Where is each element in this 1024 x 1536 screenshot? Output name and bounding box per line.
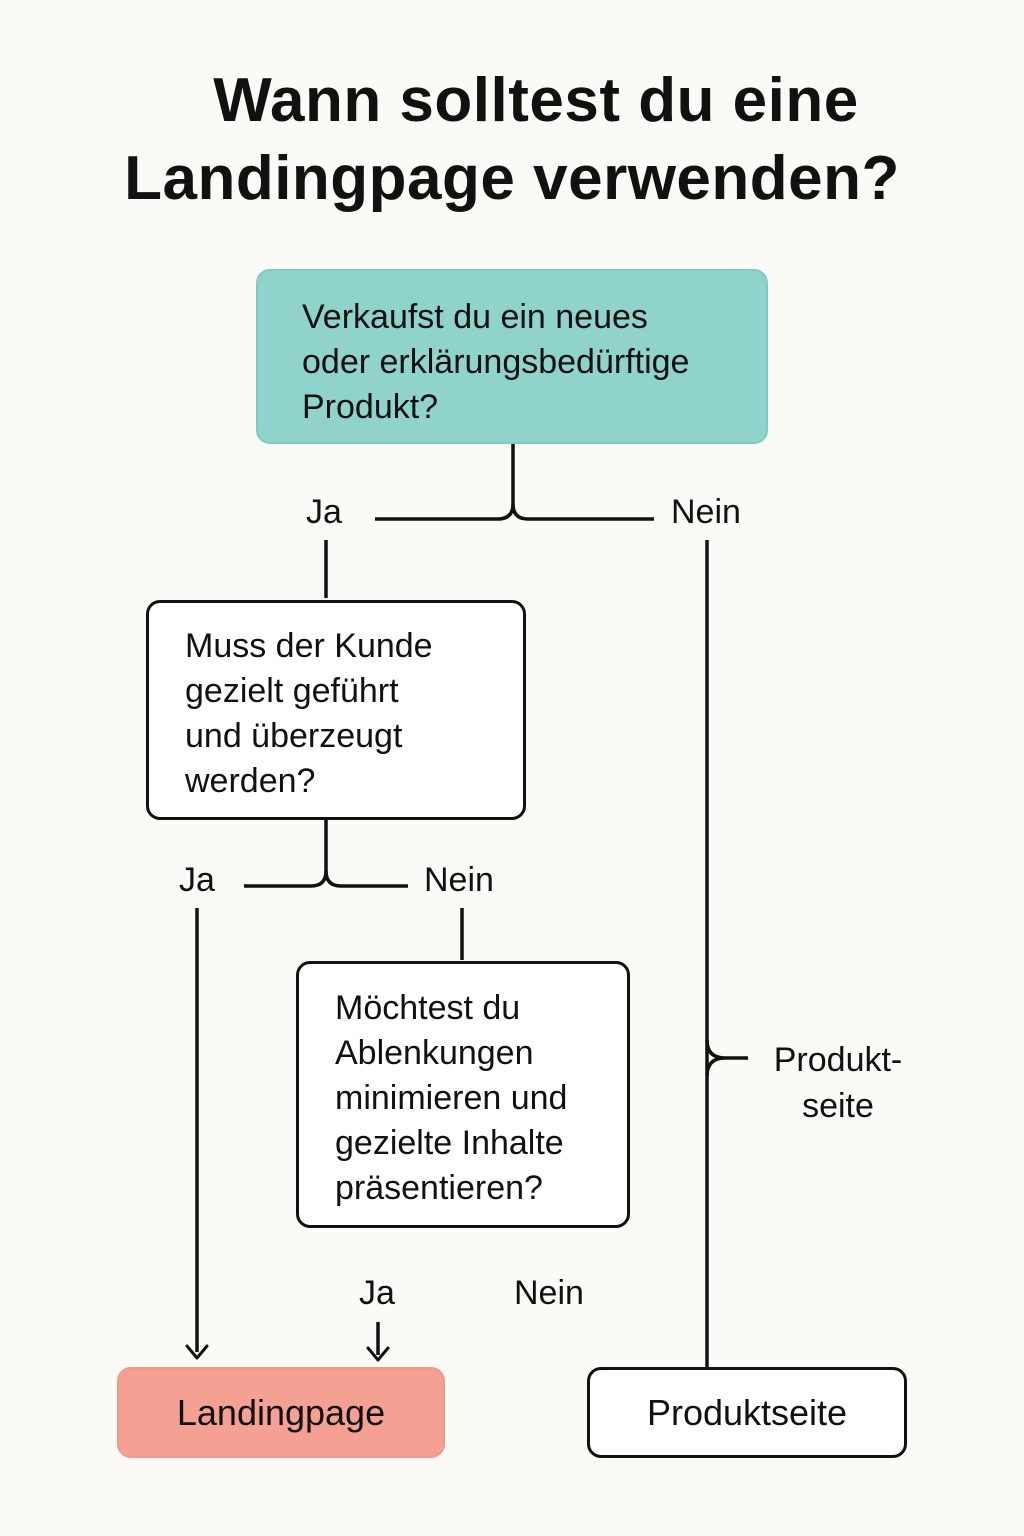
question-3-line: gezielte Inhalte (335, 1124, 564, 1162)
question-2-line: werden? (185, 762, 316, 800)
title-line-2: Landingpage verwenden? (124, 144, 900, 213)
question-1-line: oder erklärungsbedürftige (302, 343, 690, 381)
question-2-line: gezielt geführt (185, 672, 399, 710)
produktseite-label: Produktseite (646, 1391, 848, 1433)
question-3-line: Möchtest du (335, 989, 521, 1027)
question-1-box: Verkaufst du ein neues oder erklärungsbe… (256, 269, 768, 444)
question-2-line: und überzeugt (185, 717, 403, 755)
q1-yes-label: Ja (306, 493, 342, 531)
question-3-line: präsentieren? (335, 1169, 543, 1207)
title-line-1: Wann solltest du eine (213, 66, 859, 135)
question-1-line: Verkaufst du ein neues (302, 298, 648, 336)
landingpage-result-box: Landingpage (117, 1367, 445, 1458)
q2-no-connector (324, 870, 408, 888)
q2-yes-arrowhead (185, 1344, 209, 1360)
q1-no-connector (511, 503, 654, 521)
question-2-line: Muss der Kunde (185, 627, 433, 665)
q2-no-label: Nein (424, 861, 494, 899)
q1-stem (375, 444, 515, 521)
question-2-box: Muss der Kunde gezielt geführt und überz… (146, 600, 526, 820)
produktseite-result-box: Produktseite (587, 1367, 907, 1458)
q3-no-label: Nein (514, 1274, 584, 1312)
produktseite-side-label: Produkt- seite (760, 1040, 916, 1126)
side-label-line-2: seite (802, 1087, 874, 1125)
q2-yes-label: Ja (179, 861, 215, 899)
landingpage-label: Landingpage (176, 1391, 386, 1433)
diagram-title: Wann solltest du eine Landingpage verwen… (0, 62, 1024, 218)
q1-no-label: Nein (671, 493, 741, 531)
side-label-line-1: Produkt- (773, 1041, 903, 1079)
question-3-box: Möchtest du Ablenkungen minimieren und g… (296, 961, 630, 1228)
q3-yes-arrowhead (366, 1346, 390, 1362)
question-1-line: Produkt? (302, 388, 439, 426)
q2-stem (244, 820, 328, 888)
q3-yes-label: Ja (359, 1274, 395, 1312)
side-label-tick (705, 1039, 748, 1077)
question-3-line: Ablenkungen (335, 1034, 534, 1072)
question-3-line: minimieren und (335, 1079, 568, 1117)
